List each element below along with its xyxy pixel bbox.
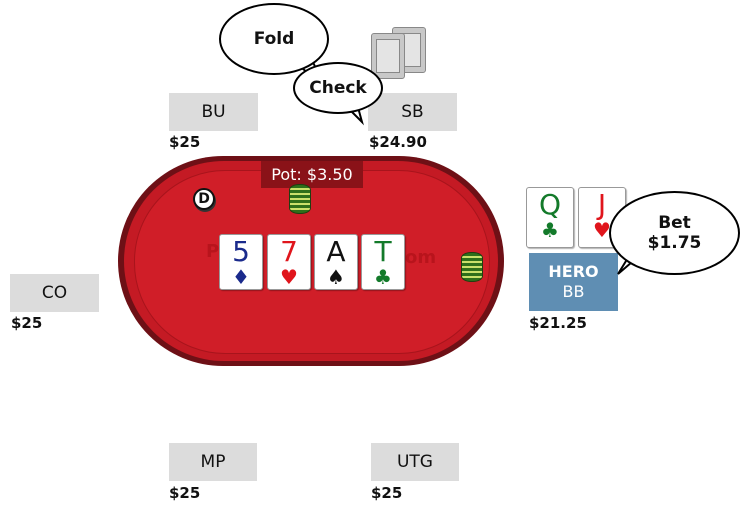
club-suit-icon: ♣ [541, 218, 559, 242]
seat-name: BU [201, 102, 226, 122]
heart-suit-icon: ♥ [280, 265, 298, 289]
card-rank: Q [538, 188, 562, 221]
card-rank: J [597, 188, 607, 221]
stack-bu: $25 [169, 133, 201, 151]
seat-name: CO [41, 283, 68, 303]
pot-chips-icon [289, 184, 311, 214]
stack-utg: $25 [371, 484, 403, 502]
seat-utg: UTG [371, 443, 459, 481]
hero-name: HERO [548, 262, 599, 281]
card-rank: A [326, 235, 346, 268]
poker-table-felt [134, 170, 490, 354]
hero-bet-chips-icon [461, 252, 483, 282]
watermark-left: P [206, 241, 220, 262]
card-back-icon [371, 33, 405, 79]
spade-suit-icon: ♠ [327, 265, 345, 289]
stack-sb: $24.90 [369, 133, 427, 151]
stack-co: $25 [11, 314, 43, 332]
board-card-4: T ♣ [361, 234, 405, 290]
stack-hero: $21.25 [529, 314, 587, 332]
pot-label: Pot: $3.50 [261, 161, 363, 188]
check-bubble: Check [293, 62, 383, 114]
board-card-2: 7 ♥ [267, 234, 311, 290]
board-card-3: A ♠ [314, 234, 358, 290]
club-suit-icon: ♣ [374, 265, 392, 289]
hero-card-1: Q ♣ [526, 187, 574, 248]
seat-name: MP [200, 452, 226, 472]
check-bubble-text: Check [309, 78, 367, 98]
seat-co: CO [10, 274, 99, 312]
heart-suit-icon: ♥ [593, 218, 611, 242]
watermark-right: om [405, 247, 437, 268]
fold-bubble-text: Fold [253, 29, 295, 49]
board-card-1: 5 ♦ [219, 234, 263, 290]
fold-bubble: Fold [219, 3, 329, 75]
seat-hero: HERO BB [529, 253, 618, 311]
diamond-suit-icon: ♦ [232, 265, 250, 289]
seat-bu: BU [169, 93, 258, 131]
card-rank: 7 [280, 235, 298, 268]
seat-sb: SB [368, 93, 457, 131]
seat-name: UTG [396, 452, 433, 472]
stack-mp: $25 [169, 484, 201, 502]
dealer-button: D [193, 188, 215, 210]
seat-mp: MP [169, 443, 257, 481]
bet-bubble-amount: $1.75 [647, 233, 702, 253]
bet-bubble-action: Bet [658, 213, 691, 233]
card-rank: 5 [232, 235, 250, 268]
seat-name: SB [401, 102, 424, 122]
card-rank: T [374, 235, 392, 268]
hero-position: BB [562, 282, 585, 301]
bet-bubble: Bet $1.75 [609, 191, 740, 275]
